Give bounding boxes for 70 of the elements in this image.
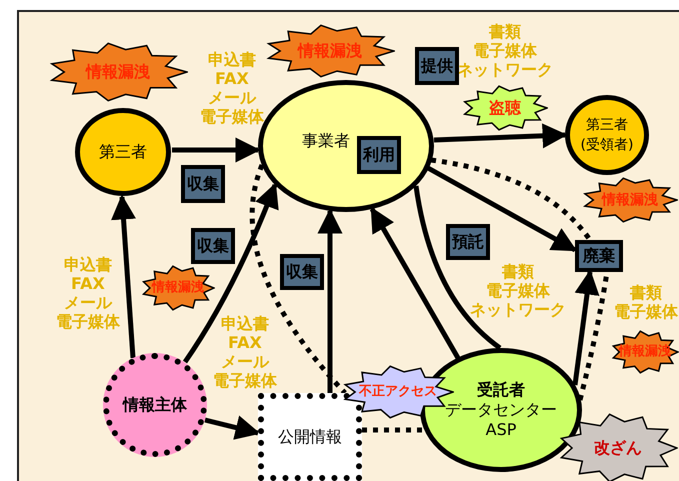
step-box bbox=[415, 47, 459, 85]
step-label: 預託 bbox=[452, 232, 484, 252]
starburst-text: 情報漏洩 bbox=[152, 279, 204, 297]
media-label: 書類 bbox=[502, 262, 534, 281]
starburst bbox=[265, 24, 395, 78]
starburst bbox=[558, 413, 678, 481]
arrow bbox=[370, 206, 460, 360]
node-label: データセンター bbox=[445, 400, 557, 420]
media-label: メール bbox=[208, 88, 256, 107]
arrow bbox=[172, 138, 260, 162]
step-label: 収集 bbox=[187, 174, 219, 194]
media-label: メール bbox=[64, 293, 112, 312]
starburst bbox=[141, 265, 215, 311]
step-box bbox=[357, 136, 401, 174]
starburst-text: 情報漏洩 bbox=[298, 41, 362, 61]
node-label: 第三者 bbox=[99, 142, 147, 162]
starburst-text: 不正アクセス bbox=[359, 383, 437, 401]
step-box bbox=[280, 254, 324, 290]
arrow bbox=[572, 270, 600, 386]
media-label: 電子媒体 bbox=[56, 312, 120, 331]
media-label: 申込書 bbox=[208, 50, 256, 69]
starburst bbox=[611, 330, 679, 374]
node-label: ASP bbox=[486, 420, 516, 440]
media-label: FAX bbox=[228, 333, 262, 352]
node-label: 受託者 bbox=[477, 380, 525, 400]
media-label: 電子媒体 bbox=[200, 107, 264, 126]
media-label: FAX bbox=[71, 274, 105, 293]
node-label: 公開情報 bbox=[278, 427, 342, 447]
starburst bbox=[582, 177, 678, 223]
arrow bbox=[111, 194, 136, 358]
step-box bbox=[446, 224, 490, 260]
step-label: 提供 bbox=[421, 56, 453, 76]
arrow bbox=[204, 416, 260, 440]
starburst-text: 盗聴 bbox=[489, 98, 521, 118]
step-box bbox=[181, 165, 225, 203]
step-label: 利用 bbox=[363, 145, 395, 165]
node-label: 第三者(受領者) bbox=[580, 116, 634, 155]
media-label: ネットワーク bbox=[457, 60, 553, 79]
step-label: 収集 bbox=[197, 236, 229, 256]
arrow bbox=[426, 166, 578, 252]
media-label: 書類 bbox=[489, 22, 521, 41]
step-box bbox=[575, 240, 623, 272]
starburst-text: 情報漏洩 bbox=[602, 191, 658, 210]
media-label: 電子媒体 bbox=[213, 371, 277, 390]
node-label: 情報主体 bbox=[123, 395, 187, 415]
line bbox=[414, 186, 502, 350]
media-label: FAX bbox=[215, 69, 249, 88]
media-label: 電子媒体 bbox=[614, 302, 678, 321]
media-label: メール bbox=[221, 352, 269, 371]
dotted-line bbox=[430, 158, 592, 242]
node-label: 事業者 bbox=[302, 131, 350, 151]
starburst bbox=[48, 42, 188, 102]
starburst bbox=[462, 85, 548, 131]
starburst-text: 情報漏洩 bbox=[619, 343, 671, 361]
starburst-text: 改ざん bbox=[594, 438, 642, 458]
arrow bbox=[434, 123, 568, 148]
media-label: 申込書 bbox=[64, 255, 112, 274]
media-label: 電子媒体 bbox=[486, 281, 550, 300]
starburst-text: 情報漏洩 bbox=[86, 62, 150, 82]
step-box bbox=[191, 228, 235, 264]
media-label: 申込書 bbox=[221, 314, 269, 333]
media-label: ネットワーク bbox=[470, 300, 566, 319]
arrow bbox=[182, 182, 278, 364]
dotted-line bbox=[362, 428, 424, 432]
step-label: 廃棄 bbox=[583, 246, 615, 266]
media-label: 書類 bbox=[630, 283, 662, 302]
step-label: 収集 bbox=[286, 262, 318, 282]
media-label: 電子媒体 bbox=[473, 41, 537, 60]
dotted-line bbox=[250, 164, 347, 395]
arrow bbox=[318, 208, 342, 393]
